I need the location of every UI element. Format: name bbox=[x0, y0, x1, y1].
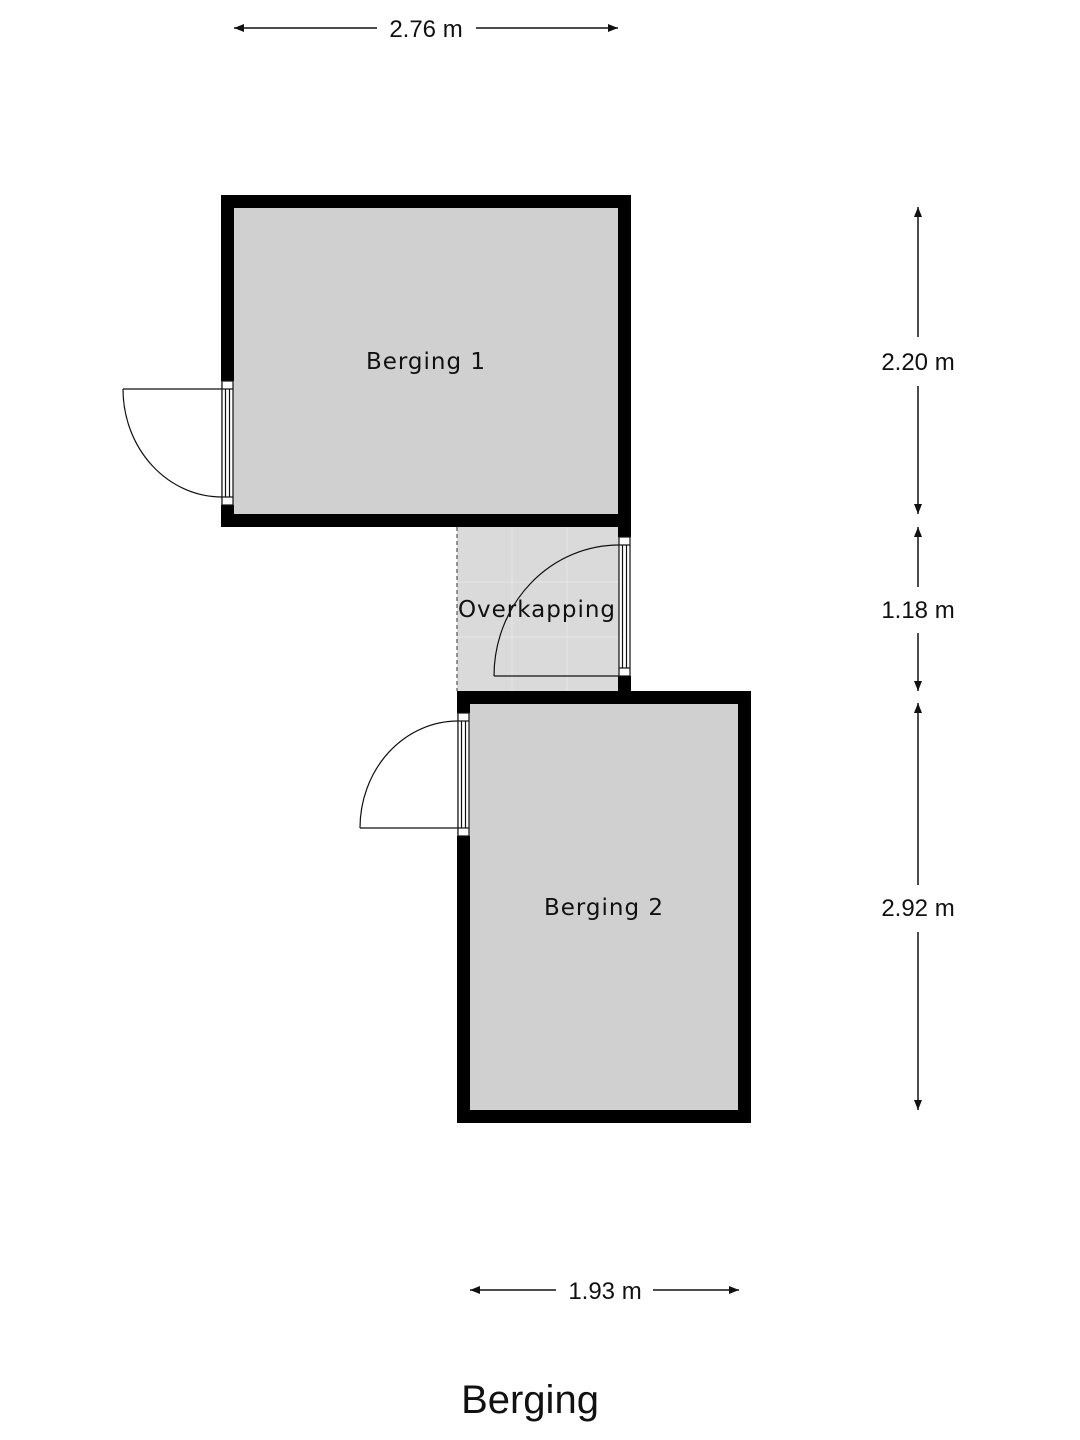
room-label-berging-1: Berging 1 bbox=[366, 349, 486, 375]
dimension-height-berging-1-label: 2.20 m bbox=[881, 349, 954, 376]
dimension-height-berging-2-label: 2.92 m bbox=[881, 895, 954, 922]
overkapping-area bbox=[456, 527, 623, 691]
room-berging-2-walls bbox=[457, 676, 751, 1123]
room-berging-1-walls bbox=[221, 195, 631, 537]
room-berging-1 bbox=[221, 195, 631, 537]
room-berging-2-floor bbox=[457, 691, 751, 1123]
door-berging-2 bbox=[359, 712, 470, 837]
dimension-top-width-label: 2.76 m bbox=[389, 16, 462, 43]
overkapping-tile-grid bbox=[457, 527, 623, 691]
dimension-bottom-width-label: 1.93 m bbox=[568, 1278, 641, 1305]
plan-title: Berging bbox=[461, 1378, 599, 1422]
room-label-berging-2: Berging 2 bbox=[544, 895, 664, 921]
door-berging-1 bbox=[122, 380, 234, 506]
room-label-overkapping: Overkapping bbox=[458, 597, 616, 623]
dimension-height-overkapping-label: 1.18 m bbox=[881, 597, 954, 624]
door-overkapping bbox=[493, 536, 631, 677]
room-berging-2 bbox=[457, 676, 751, 1123]
room-berging-1-floor bbox=[221, 195, 631, 527]
